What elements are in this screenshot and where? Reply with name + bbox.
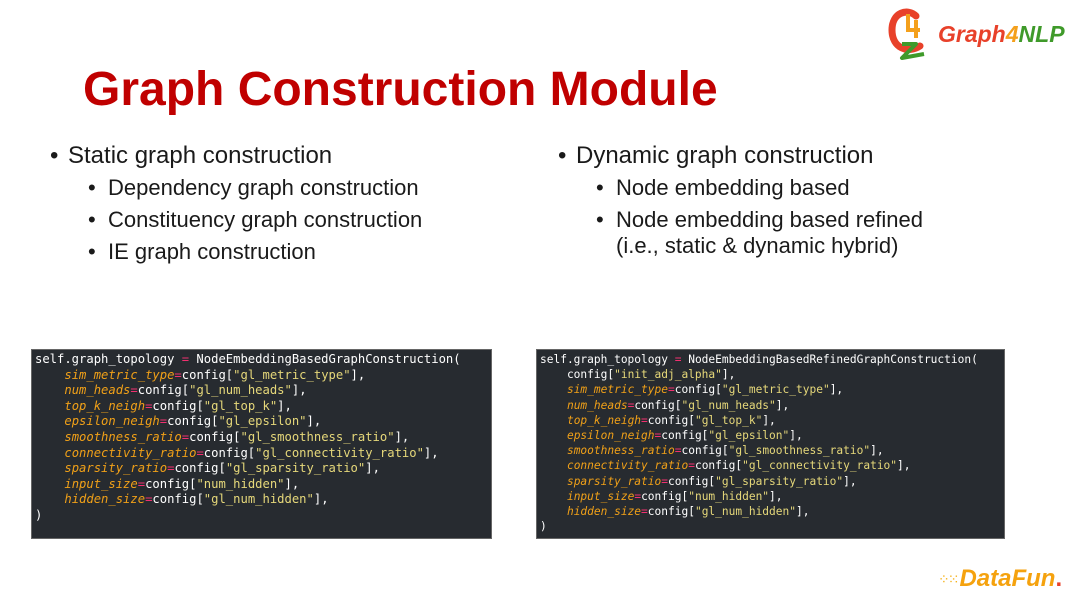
logo-text-graph: Graph (938, 20, 1006, 47)
graph4nlp-logo-icon (888, 8, 925, 60)
bullet-dynamic: •Dynamic graph construction (558, 142, 874, 169)
graph4nlp-logo: Graph4NLP (886, 4, 1065, 64)
datafun-dots-icon: ⁘⁙ (938, 570, 960, 587)
datafun-logo: ⁘⁙ DataFun. (938, 565, 1063, 592)
slide-title: Graph Construction Module (83, 63, 718, 116)
code-snippet-dynamic: self.graph_topology = NodeEmbeddingBased… (536, 349, 1005, 539)
bullet-node-embedding-refined: •Node embedding based refined(i.e., stat… (596, 207, 924, 258)
dynamic-construction-list: •Dynamic graph construction •Node embedd… (558, 140, 923, 259)
bullet-dependency: •Dependency graph construction (88, 175, 419, 200)
bullet-node-embedding: •Node embedding based (596, 175, 850, 200)
bullet-constituency: •Constituency graph construction (88, 207, 423, 232)
logo-text-4: 4 (1005, 20, 1019, 47)
bullet-ie: •IE graph construction (88, 239, 316, 264)
datafun-logo-text: DataFun (959, 565, 1056, 592)
bullet-static: •Static graph construction (50, 142, 333, 169)
code-snippet-static: self.graph_topology = NodeEmbeddingBased… (31, 349, 492, 539)
static-construction-list: •Static graph construction •Dependency g… (50, 140, 422, 268)
logo-text-nlp: NLP (1018, 20, 1065, 47)
